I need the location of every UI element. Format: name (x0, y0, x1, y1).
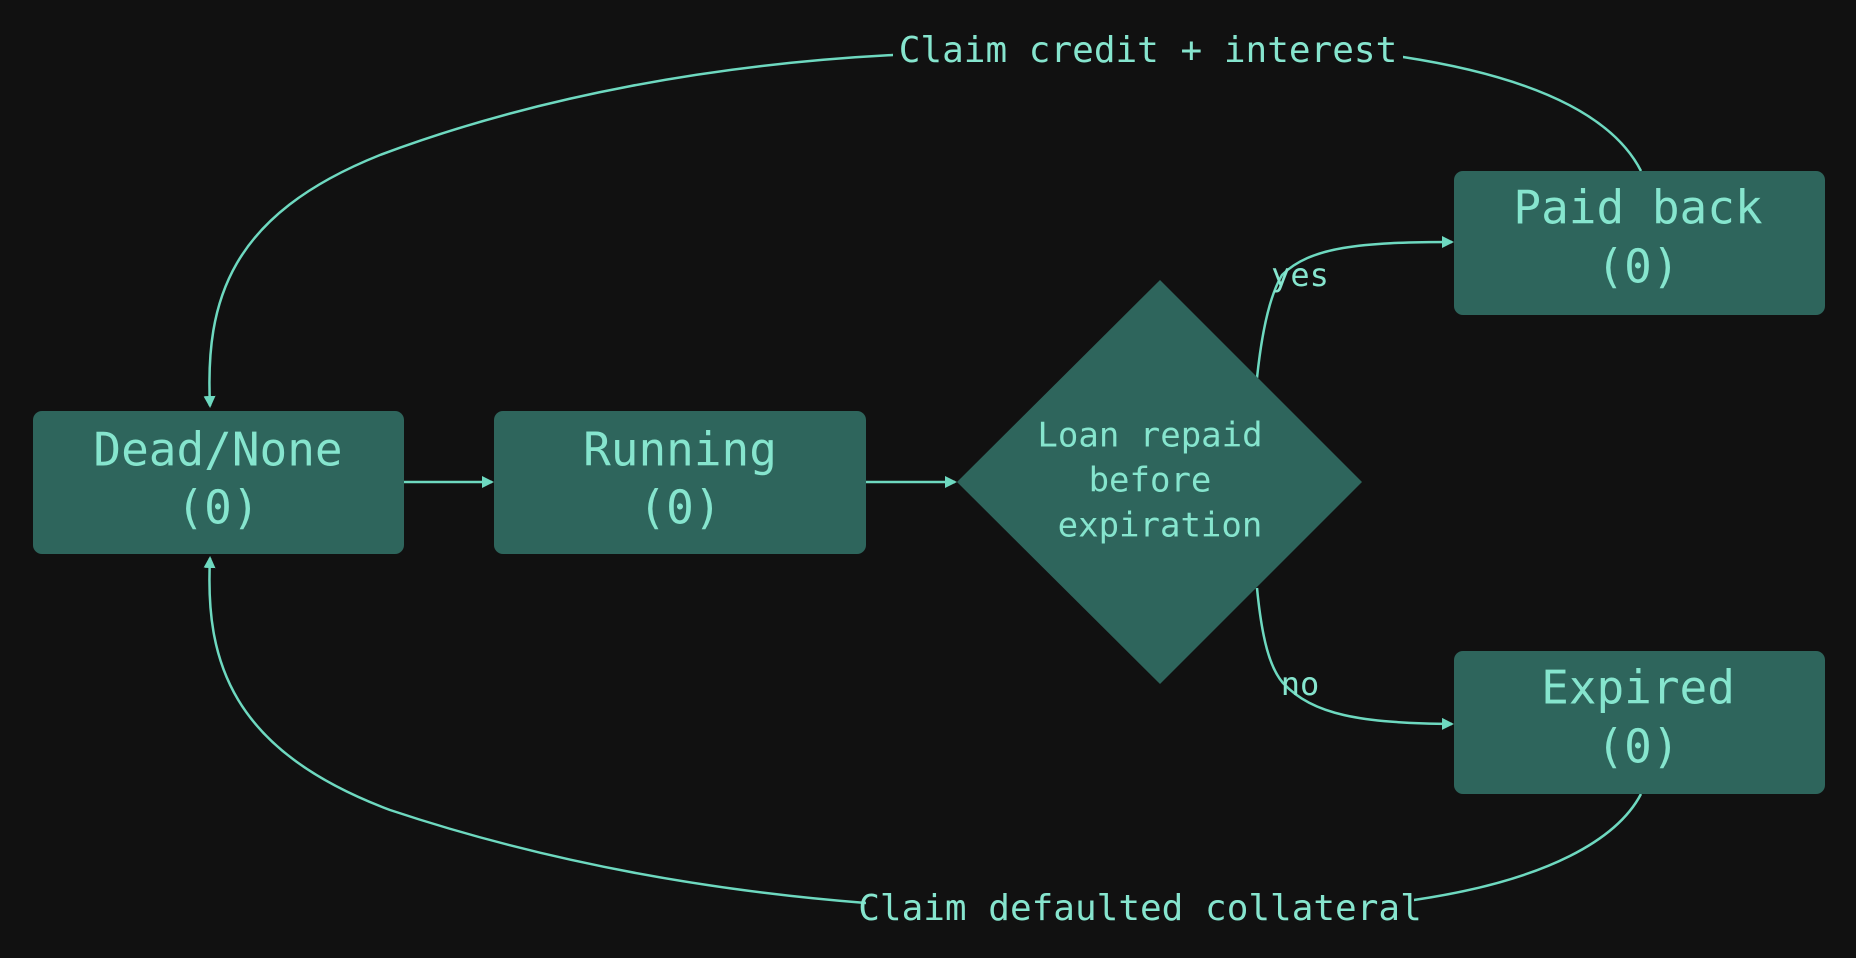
state-paid-back: Paid back (0) (1454, 171, 1825, 315)
state-running-count: (0) (638, 481, 721, 535)
edge-label-claim-credit: Claim credit + interest (899, 30, 1398, 71)
decision-line-2: before (1089, 461, 1212, 501)
edge-label-no: no (1281, 665, 1320, 703)
state-running-title: Running (583, 423, 777, 477)
decision-line-3: expiration (1058, 506, 1263, 546)
decision-line-1: Loan repaid (1037, 416, 1262, 456)
edge-decision-to-expired (1255, 587, 1454, 730)
decision-loan-repaid: Loan repaid before expiration (957, 280, 1362, 684)
edge-expired-to-dead (203, 556, 1643, 912)
state-dead-none-count: (0) (176, 481, 259, 535)
claim-credit-label-background (893, 26, 1403, 78)
edge-paid-back-to-dead (203, 46, 1643, 408)
state-running: Running (0) (494, 411, 866, 554)
state-expired-title: Expired (1541, 661, 1735, 715)
edge-label-yes: yes (1271, 256, 1329, 294)
state-dead-none: Dead/None (0) (33, 411, 404, 554)
state-expired-count: (0) (1596, 720, 1679, 774)
state-expired: Expired (0) (1454, 651, 1825, 794)
state-paid-back-count: (0) (1596, 240, 1679, 294)
state-dead-none-title: Dead/None (93, 423, 342, 477)
state-paid-back-title: Paid back (1513, 181, 1762, 235)
edge-decision-to-paid-back (1255, 236, 1454, 379)
edge-label-claim-collateral: Claim defaulted collateral (858, 888, 1422, 929)
claim-collateral-label-background (866, 884, 1414, 936)
